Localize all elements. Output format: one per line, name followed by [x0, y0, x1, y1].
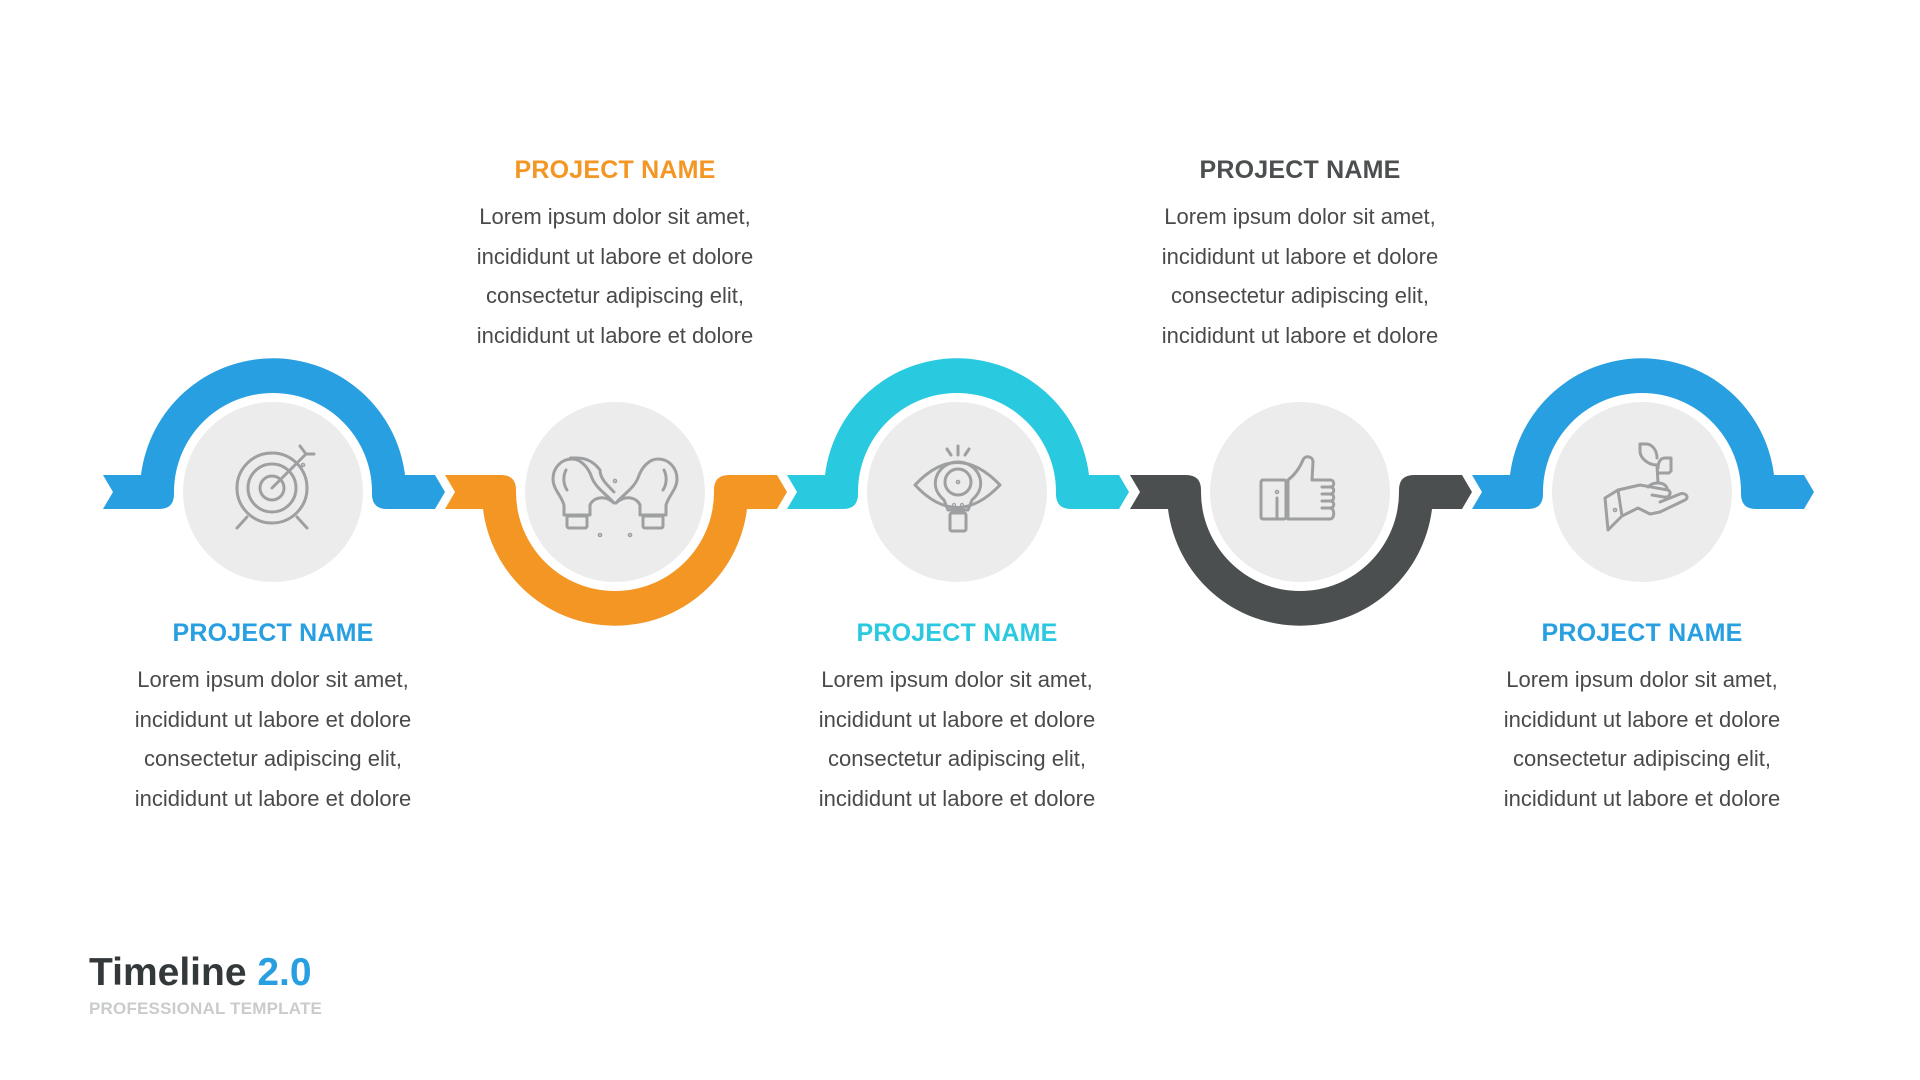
- icon-circle-4: [1210, 402, 1390, 582]
- step-3-title: PROJECT NAME: [856, 619, 1058, 647]
- step-5-line-4: incididunt ut labore et dolore: [1503, 785, 1781, 811]
- step-1-line-4: incididunt ut labore et dolore: [134, 785, 412, 811]
- step-5-line-2: incididunt ut labore et dolore: [1503, 706, 1781, 732]
- eye-bulb-icon: [913, 444, 1002, 533]
- target-icon: [235, 444, 316, 530]
- step-3-line-2: incididunt ut labore et dolore: [818, 706, 1096, 732]
- step-1-text: PROJECT NAME Lorem ipsum dolor sit amet,…: [93, 613, 453, 818]
- slide-title-main: Timeline: [89, 951, 247, 994]
- step-1-title: PROJECT NAME: [172, 619, 374, 647]
- step-2-line-3: consectetur adipiscing elit,: [485, 283, 745, 308]
- step-4-line-2: incididunt ut labore et dolore: [1161, 243, 1439, 269]
- step-4-title: PROJECT NAME: [1199, 156, 1401, 184]
- step-4-line-3: consectetur adipiscing elit,: [1170, 283, 1430, 308]
- step-5-line-3: consectetur adipiscing elit,: [1512, 746, 1772, 771]
- step-2-title: PROJECT NAME: [514, 156, 716, 184]
- step-2-line-4: incididunt ut labore et dolore: [476, 322, 754, 348]
- step-1-line-3: consectetur adipiscing elit,: [143, 746, 403, 771]
- timeline-segment-2: [445, 475, 787, 626]
- step-1-line-2: incididunt ut labore et dolore: [134, 706, 412, 732]
- timeline-segment-1: [103, 358, 445, 509]
- step-4-text: PROJECT NAME Lorem ipsum dolor sit amet,…: [1120, 150, 1480, 355]
- step-3-line-1: Lorem ipsum dolor sit amet,: [821, 667, 1093, 692]
- step-2-text: PROJECT NAME Lorem ipsum dolor sit amet,…: [435, 150, 795, 355]
- step-5-text: PROJECT NAME Lorem ipsum dolor sit amet,…: [1462, 613, 1822, 818]
- timeline-segment-3: [787, 358, 1129, 509]
- step-5-line-1: Lorem ipsum dolor sit amet,: [1506, 667, 1778, 692]
- step-3-text: PROJECT NAME Lorem ipsum dolor sit amet,…: [777, 613, 1137, 818]
- step-2-line-2: incididunt ut labore et dolore: [476, 243, 754, 269]
- step-4-line-4: incididunt ut labore et dolore: [1161, 322, 1439, 348]
- step-5-title: PROJECT NAME: [1541, 619, 1743, 647]
- slide-subtitle: PROFESSIONAL TEMPLATE: [89, 999, 323, 1018]
- step-2-line-1: Lorem ipsum dolor sit amet,: [479, 204, 751, 229]
- step-3-line-3: consectetur adipiscing elit,: [827, 746, 1087, 771]
- hand-plant-icon: [1603, 442, 1689, 532]
- step-4-line-1: Lorem ipsum dolor sit amet,: [1164, 204, 1436, 229]
- light-bulbs-icon: [551, 456, 679, 538]
- slide-branding: Timeline 2.0 PROFESSIONAL TEMPLATE: [89, 950, 322, 1020]
- timeline-segment-5: [1472, 358, 1814, 509]
- slide-title: Timeline 2.0: [89, 950, 322, 996]
- step-1-line-1: Lorem ipsum dolor sit amet,: [137, 667, 409, 692]
- icon-circle-3: [867, 402, 1047, 582]
- timeline-segment-4: [1130, 475, 1472, 626]
- icon-circle-1: [183, 402, 363, 582]
- step-3-line-4: incididunt ut labore et dolore: [818, 785, 1096, 811]
- thumbs-up-icon: [1259, 455, 1336, 521]
- icon-circle-5: [1552, 402, 1732, 582]
- slide-title-version: 2.0: [257, 951, 312, 994]
